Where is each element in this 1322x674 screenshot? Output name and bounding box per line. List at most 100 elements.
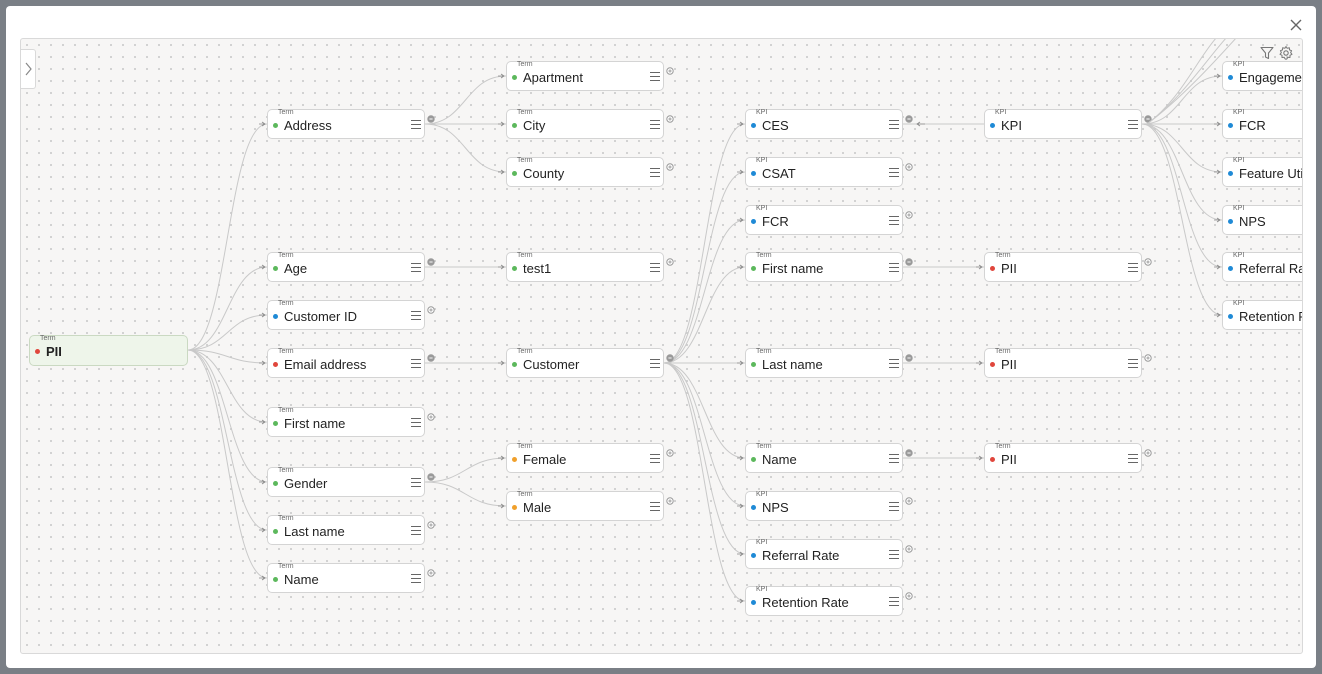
- collapse-handle[interactable]: [905, 449, 913, 457]
- node-type-label: KPI: [1233, 61, 1245, 68]
- expand-handle[interactable]: [666, 258, 674, 266]
- menu-icon[interactable]: [889, 168, 899, 177]
- menu-icon[interactable]: [411, 120, 421, 129]
- menu-icon[interactable]: [411, 311, 421, 320]
- menu-icon[interactable]: [889, 263, 899, 272]
- menu-icon[interactable]: [1128, 120, 1138, 129]
- expand-handle[interactable]: [427, 306, 435, 314]
- expand-handle[interactable]: [666, 449, 674, 457]
- expand-handle[interactable]: [427, 521, 435, 529]
- collapse-handle[interactable]: [905, 258, 913, 266]
- menu-icon[interactable]: [650, 72, 660, 81]
- collapse-handle[interactable]: [1144, 115, 1152, 123]
- menu-icon[interactable]: [650, 359, 660, 368]
- expand-handle[interactable]: [905, 211, 913, 219]
- expand-handle[interactable]: [666, 163, 674, 171]
- node-status-dot: [512, 505, 517, 510]
- menu-icon[interactable]: [650, 502, 660, 511]
- menu-icon[interactable]: [889, 550, 899, 559]
- node-type-label: KPI: [1233, 252, 1245, 259]
- collapse-handle[interactable]: [427, 115, 435, 123]
- node-engagement[interactable]: KPIEngagement: [1222, 61, 1302, 91]
- menu-icon[interactable]: [650, 454, 660, 463]
- sidebar-toggle-button[interactable]: [21, 49, 36, 89]
- menu-icon[interactable]: [411, 526, 421, 535]
- menu-icon[interactable]: [411, 574, 421, 583]
- expand-handle[interactable]: [1144, 449, 1152, 457]
- expand-handle[interactable]: [427, 569, 435, 577]
- menu-icon[interactable]: [889, 359, 899, 368]
- menu-icon[interactable]: [650, 168, 660, 177]
- menu-icon[interactable]: [1128, 454, 1138, 463]
- menu-icon[interactable]: [1128, 263, 1138, 272]
- menu-icon[interactable]: [889, 454, 899, 463]
- collapse-handle[interactable]: [427, 473, 435, 481]
- gear-icon[interactable]: [1278, 45, 1294, 61]
- collapse-handle[interactable]: [427, 354, 435, 362]
- collapse-handle[interactable]: [666, 354, 674, 362]
- collapse-handle[interactable]: [905, 354, 913, 362]
- expand-handle[interactable]: [905, 545, 913, 553]
- menu-icon[interactable]: [411, 359, 421, 368]
- collapse-handle[interactable]: [427, 258, 435, 266]
- menu-icon[interactable]: [889, 502, 899, 511]
- menu-icon[interactable]: [650, 263, 660, 272]
- expand-handle[interactable]: [905, 163, 913, 171]
- expand-handle[interactable]: [666, 67, 674, 75]
- expand-handle[interactable]: [905, 497, 913, 505]
- expand-handle[interactable]: [1144, 258, 1152, 266]
- expand-handle[interactable]: [666, 497, 674, 505]
- menu-icon[interactable]: [889, 597, 899, 606]
- filter-icon[interactable]: [1259, 45, 1275, 61]
- close-icon[interactable]: [1288, 17, 1304, 33]
- menu-icon[interactable]: [411, 418, 421, 427]
- collapse-handle[interactable]: [905, 115, 913, 123]
- menu-icon[interactable]: [411, 263, 421, 272]
- menu-icon[interactable]: [411, 478, 421, 487]
- menu-icon[interactable]: [1128, 359, 1138, 368]
- expand-handle[interactable]: [666, 115, 674, 123]
- menu-icon[interactable]: [650, 120, 660, 129]
- node-type-label: Term: [756, 252, 772, 259]
- expand-handle[interactable]: [905, 592, 913, 600]
- expand-handle[interactable]: [427, 413, 435, 421]
- menu-icon[interactable]: [889, 216, 899, 225]
- expand-handle[interactable]: [1144, 354, 1152, 362]
- menu-icon[interactable]: [889, 120, 899, 129]
